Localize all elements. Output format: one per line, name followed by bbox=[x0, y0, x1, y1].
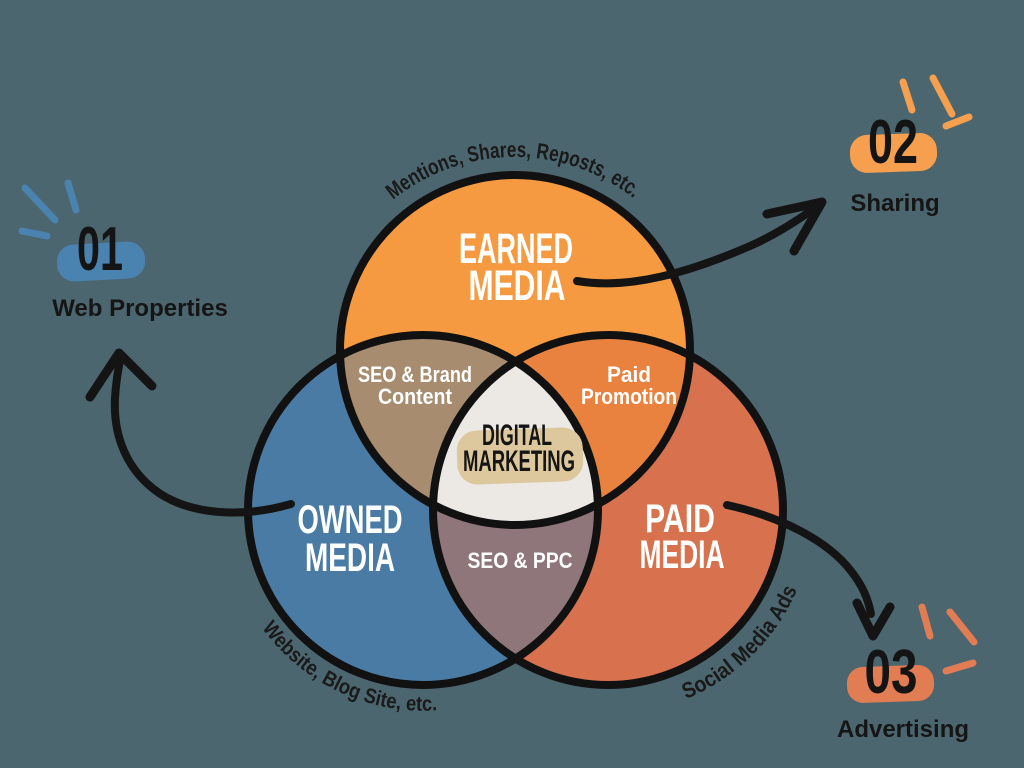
overlap-earned-owned-label-line1: SEO & Brand bbox=[358, 362, 472, 387]
sparkle-blue-icon bbox=[18, 179, 80, 240]
arrow-to-advertising bbox=[723, 501, 895, 641]
web-properties-label: Web Properties bbox=[52, 295, 228, 322]
earned-media-label-line2: MEDIA bbox=[469, 262, 566, 310]
paid-media-outline bbox=[429, 331, 787, 689]
arrow-to-web-properties-head bbox=[85, 348, 157, 402]
earned-media-outline bbox=[336, 171, 694, 529]
callout-web-properties: 01 Web Properties bbox=[18, 179, 228, 322]
paid-media-label-line2: MEDIA bbox=[640, 533, 725, 577]
arrow-to-web-properties-shaft bbox=[110, 353, 295, 517]
sparkle-orange-icon bbox=[899, 74, 973, 130]
owned-media-label-line1: OWNED bbox=[298, 498, 403, 542]
arrow-to-sharing bbox=[573, 197, 827, 288]
callout-sharing: 02 Sharing bbox=[849, 74, 973, 217]
sparkle-red-icon bbox=[918, 603, 978, 675]
callout-advertising: 03 Advertising bbox=[837, 603, 978, 743]
center-title-line1: DIGITAL bbox=[482, 419, 552, 452]
badge-02 bbox=[849, 133, 938, 173]
badge-03 bbox=[846, 665, 935, 703]
overlap-earned-paid-label-line1: Paid bbox=[607, 362, 651, 387]
earned-media-label-line1: EARNED bbox=[459, 225, 573, 273]
badge-01-number: 01 bbox=[77, 215, 123, 284]
center-title-line2: MARKETING bbox=[463, 445, 575, 478]
arrow-to-sharing-shaft bbox=[573, 206, 816, 288]
badge-03-number: 03 bbox=[865, 638, 918, 707]
overlap-earned-paid-label-line2: Promotion bbox=[581, 384, 677, 409]
owned-media-label-line2: MEDIA bbox=[305, 536, 395, 580]
center-highlight-blob bbox=[456, 427, 584, 485]
arrow-to-web-properties bbox=[85, 348, 295, 517]
overlap-owned-paid-label: SEO & PPC bbox=[468, 548, 573, 573]
advertising-label: Advertising bbox=[837, 716, 969, 743]
badge-02-number: 02 bbox=[868, 108, 918, 177]
arrow-to-advertising-head bbox=[852, 598, 895, 641]
paid-media-label-line1: PAID bbox=[645, 497, 715, 541]
badge-01 bbox=[56, 241, 146, 282]
arrow-to-sharing-head bbox=[762, 197, 827, 256]
sharing-label: Sharing bbox=[850, 190, 939, 217]
overlap-earned-owned-label-line2: Content bbox=[378, 384, 453, 409]
arrow-to-advertising-shaft bbox=[723, 501, 875, 618]
